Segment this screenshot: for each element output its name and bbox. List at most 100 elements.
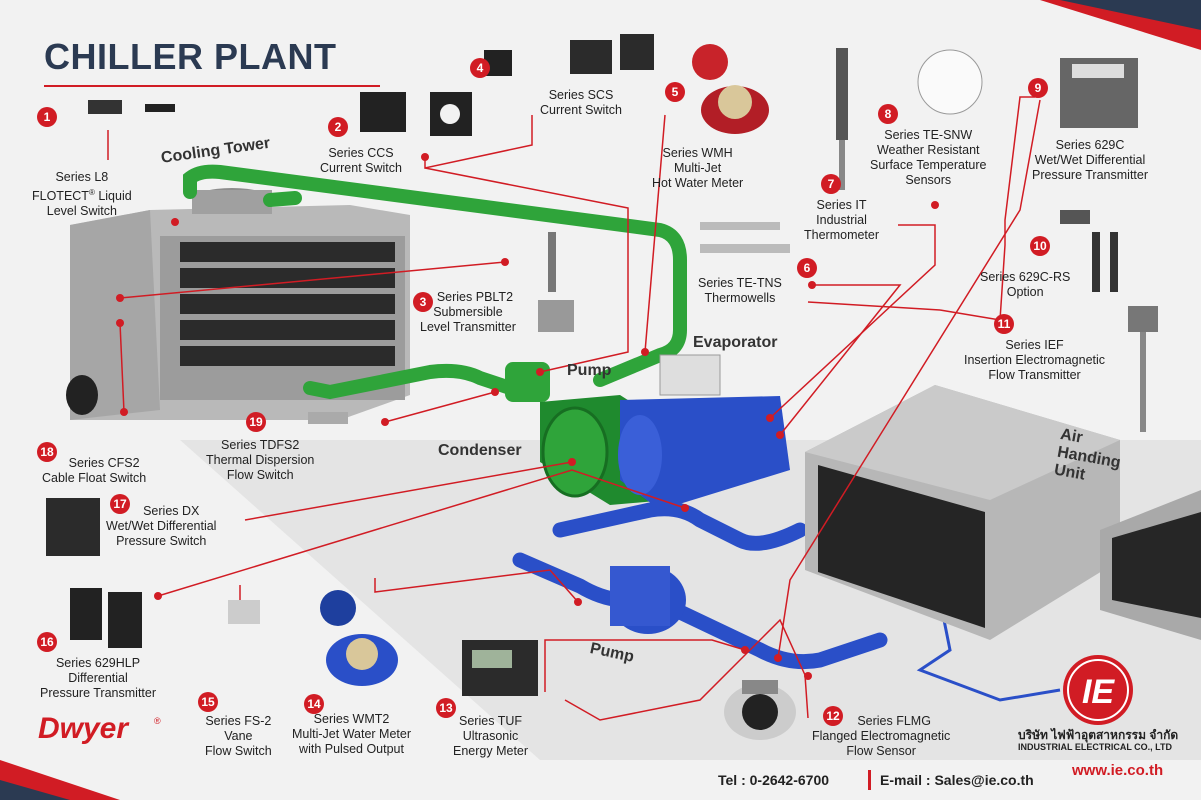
label-3-line-2: Submersible (433, 305, 503, 319)
label-12-line-3: Flow Sensor (846, 744, 916, 758)
label-15-line-2: Vane (224, 729, 253, 743)
callout-number-7: 7 (821, 174, 841, 194)
condenser-water-pipes (183, 164, 687, 400)
label-12-line-2: Flanged Electromagnetic (812, 729, 951, 743)
callout-label-3: Series PBLT2 Submersible Level Transmitt… (420, 290, 516, 335)
callout-label-13: Series TUF Ultrasonic Energy Meter (453, 714, 528, 759)
label-12-line-1: Series FLMG (857, 714, 931, 728)
evaporator (618, 354, 790, 510)
callout-dots (116, 153, 939, 680)
wmt2-meter-icon (320, 590, 356, 626)
label-4-line-1: Series SCS (548, 88, 614, 102)
label-7-line-1: Series IT (816, 198, 867, 212)
629hlp-transmitter-icon (70, 588, 102, 640)
label-14-line-1: Series WMT2 (313, 712, 390, 726)
label-17-line-2: Wet/Wet Differential (106, 519, 217, 533)
callout-label-19: Series TDFS2 Thermal Dispersion Flow Swi… (206, 438, 314, 483)
callout-number-12: 12 (823, 706, 843, 726)
label-9-line-1: Series 629C (1055, 138, 1125, 152)
tdfs2-switch-icon (308, 412, 348, 424)
label-1-liquid: Liquid (94, 189, 132, 204)
dwyer-logo: Dwyer (38, 712, 129, 745)
callout-label-2: Series CCS Current Switch (320, 146, 402, 176)
callout-label-11: Series IEF Insertion Electromagnetic Flo… (964, 338, 1105, 383)
label-14-line-2: Multi-Jet Water Meter (292, 727, 412, 741)
callout-lines (107, 96, 1041, 721)
callout-number-3: 3 (413, 292, 433, 312)
629c-rs-icon (1060, 210, 1090, 224)
ccs-switch-icon (360, 92, 406, 132)
callout-label-4: Series SCS Current Switch (540, 88, 622, 118)
callout-number-4: 4 (470, 58, 490, 78)
label-10-line-1: Series 629C-RS (980, 270, 1071, 284)
label-18-line-1: Series CFS2 (68, 456, 140, 470)
page-title: CHILLER PLANT (44, 36, 337, 77)
callout-number-16: 16 (37, 632, 57, 652)
label-13-line-3: Energy Meter (453, 744, 529, 758)
callout-number-15: 15 (198, 692, 218, 712)
callout-number-8: 8 (878, 104, 898, 124)
corner-accent-bottom-dark (0, 780, 70, 800)
label-17-line-3: Pressure Switch (116, 534, 207, 548)
callout-number-6: 6 (797, 258, 817, 278)
label-5-line-1: Series WMH (662, 146, 733, 160)
callout-number-19: 19 (246, 412, 266, 432)
label-1-flotect: FLOTECT (32, 189, 89, 204)
thin-blue-line (916, 599, 1061, 702)
company-name-english: INDUSTRIAL ELECTRICAL CO., LTD (1018, 742, 1172, 752)
callout-number-11: 11 (994, 314, 1014, 334)
callout-number-1: 1 (37, 107, 57, 127)
air-handling-unit (805, 385, 1201, 640)
label-10-line-2: Option (1006, 285, 1044, 299)
callout-label-9: Series 629C Wet/Wet Differential Pressur… (1032, 138, 1148, 183)
label-8-line-1: Series TE-SNW (884, 128, 973, 142)
callout-number-10: 10 (1030, 236, 1050, 256)
label-9-line-3: Pressure Transmitter (1032, 168, 1149, 182)
ie-logo: IE (1063, 655, 1133, 725)
label-2-line-2: Current Switch (320, 161, 402, 175)
callout-label-1: Series L8 FLOTECT® Liquid Level Switch (32, 170, 132, 219)
fs2-vane-icon (228, 600, 260, 624)
label-2-line-1: Series CCS (328, 146, 394, 160)
callout-label-5: Series WMH Multi-Jet Hot Water Meter (652, 146, 743, 191)
label-11-line-2: Insertion Electromagnetic (964, 353, 1106, 367)
label-5-line-3: Hot Water Meter (652, 176, 744, 190)
it-thermometer-icon (836, 48, 848, 140)
label-6-line-2: Thermowells (704, 291, 776, 305)
email[interactable]: E-mail : Sales@ie.co.th (880, 772, 1034, 788)
callout-number-13: 13 (436, 698, 456, 718)
label-7-line-2: Industrial (816, 213, 867, 227)
area-condenser: Condenser (438, 442, 522, 459)
callout-number-18: 18 (37, 442, 57, 462)
website-url[interactable]: www.ie.co.th (1072, 762, 1164, 779)
callout-label-17: Series DX Wet/Wet Differential Pressure … (106, 504, 216, 549)
footer-separator (868, 770, 871, 790)
callout-label-18: Series CFS2 Cable Float Switch (42, 456, 146, 486)
callout-label-14: Series WMT2 Multi-Jet Water Meter with P… (292, 712, 411, 757)
label-15-line-1: Series FS-2 (205, 714, 272, 728)
callout-label-7: Series IT Industrial Thermometer (804, 198, 879, 243)
area-ahu: Air Handing Unit (1053, 426, 1125, 490)
label-16-line-3: Pressure Transmitter (40, 686, 157, 700)
label-8-line-2: Weather Resistant (876, 143, 980, 157)
callout-number-5: 5 (665, 82, 685, 102)
label-16-line-1: Series 629HLP (55, 656, 141, 670)
corner-accent-top-dark (1060, 0, 1201, 30)
callout-label-12: Series FLMG Flanged Electromagnetic Flow… (812, 714, 950, 759)
callout-number-17: 17 (110, 494, 130, 514)
callout-label-10: Series 629C-RS Option (980, 270, 1070, 300)
device-pictograms (46, 34, 1158, 740)
cooling-tower (70, 188, 410, 420)
callout-number-14: 14 (304, 694, 324, 714)
dwyer-registered-mark: ® (154, 716, 161, 726)
wmh-meter-icon (692, 44, 728, 80)
label-13-line-1: Series TUF (459, 714, 522, 728)
label-6-line-1: Series TE-TNS (698, 276, 782, 290)
label-1-line-3: Level Switch (46, 204, 117, 219)
callout-number-2: 2 (328, 117, 348, 137)
telephone: Tel : 0-2642-6700 (718, 772, 830, 788)
thermowell-icon (700, 222, 780, 230)
label-16-line-2: Differential (68, 671, 128, 685)
